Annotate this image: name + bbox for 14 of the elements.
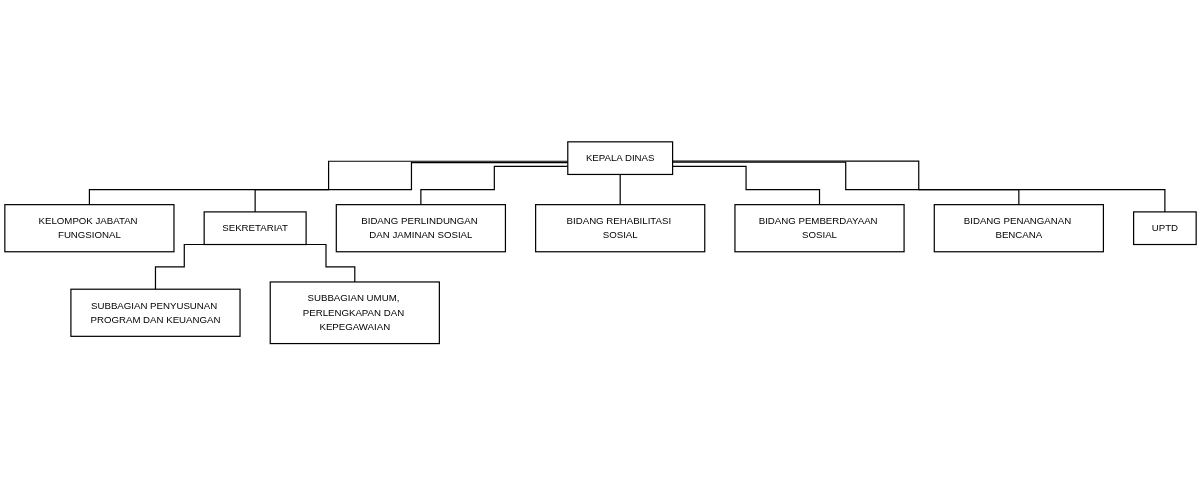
node-box: BIDANG REHABILITASI SOSIAL [535, 203, 706, 253]
connector [672, 165, 821, 206]
node-box: BIDANG PEMBERDAYAAN SOSIAL [734, 203, 905, 253]
connector [672, 160, 1166, 213]
node-box: SEKRETARIAT [203, 211, 307, 245]
node-box: KELOMPOK JABATAN FUNGSIONAL [4, 203, 175, 253]
node-box: BIDANG PERLINDUNGAN DAN JAMINAN SOSIAL [335, 203, 507, 253]
connector [619, 173, 621, 206]
node-box: KEPALA DINAS [567, 141, 674, 175]
connector [672, 161, 1020, 206]
node-box: UPTD [1133, 211, 1197, 245]
node-box: BIDANG PENANGANAN BENCANA [933, 203, 1104, 253]
node-box: SUBBAGIAN PENYUSUNAN PROGRAM DAN KEUANGAN [70, 288, 241, 337]
node-box: SUBBAGIAN UMUM, PERLENGKAPAN DAN KEPEGAWAIAN [269, 281, 440, 344]
